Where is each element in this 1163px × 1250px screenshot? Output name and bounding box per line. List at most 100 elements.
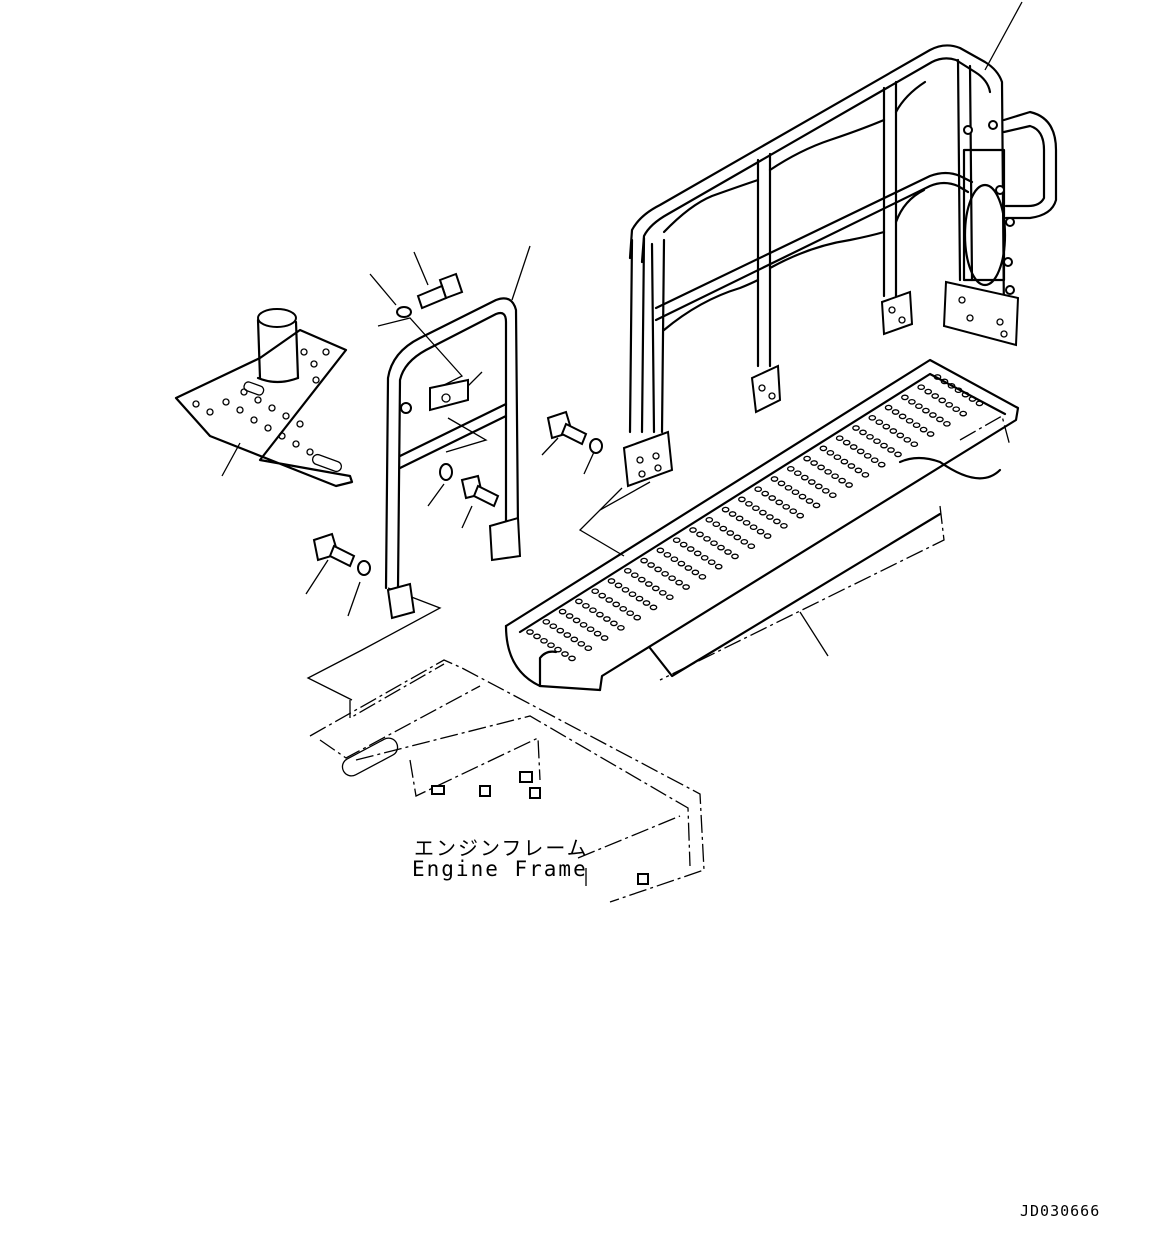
perforated-plate	[174, 308, 354, 488]
foot-plate-1	[622, 430, 674, 488]
perforation-hole	[554, 646, 562, 653]
perforation-hole	[936, 416, 944, 423]
perforation-hole	[721, 506, 730, 513]
perforation-hole	[731, 553, 739, 560]
perforation-hole	[938, 397, 947, 404]
foot-plate-small-1	[386, 582, 416, 620]
perforation-hole	[933, 374, 942, 380]
perforation-hole	[665, 594, 674, 601]
perforation-hole	[912, 422, 921, 429]
perforation-hole	[975, 400, 984, 407]
perforation-hole	[761, 490, 770, 497]
perforation-hole	[793, 470, 802, 477]
perforation-hole	[887, 447, 895, 453]
perforation-hole	[770, 476, 779, 482]
perforation-hole	[908, 398, 916, 405]
perforation-hole	[572, 617, 581, 624]
perforation-hole	[570, 636, 579, 643]
perforation-hole	[607, 578, 616, 584]
foot-plate-2	[750, 364, 782, 414]
perforation-hole	[719, 525, 728, 532]
perforation-hole	[954, 387, 963, 394]
perforation-hole	[612, 601, 621, 608]
perforation-hole	[584, 645, 593, 652]
perforation-hole	[819, 445, 828, 452]
perforation-hole	[798, 493, 807, 500]
perforation-hole	[647, 562, 655, 568]
perforation-hole	[901, 394, 909, 401]
perforation-hole	[810, 460, 818, 466]
perforation-hole	[563, 632, 572, 638]
perforation-hole	[803, 455, 811, 462]
leader-line-bolt-mid	[541, 437, 559, 456]
perforation-hole	[654, 566, 662, 573]
perforation-hole	[884, 404, 893, 411]
perforation-hole	[889, 428, 898, 434]
perforation-hole	[705, 516, 714, 523]
perforation-hole	[677, 560, 686, 567]
perforation-hole	[568, 655, 576, 662]
bolts	[312, 272, 603, 576]
perforation-hole	[929, 412, 937, 418]
perforation-hole	[582, 602, 590, 609]
perforation-hole	[868, 414, 877, 421]
perforation-hole	[833, 454, 842, 461]
engine-frame	[309, 659, 705, 903]
perforation-hole	[773, 518, 781, 525]
perforation-hole	[635, 595, 644, 602]
perforation-hole	[852, 425, 860, 431]
leader-lines	[221, 1, 1023, 657]
perforation-hole	[831, 473, 839, 480]
perforation-hole	[526, 629, 534, 635]
perforation-hole	[628, 591, 637, 598]
perforation-hole	[847, 463, 856, 469]
perforation-hole	[800, 474, 809, 481]
perforation-hole	[745, 500, 753, 507]
perforation-hole	[712, 521, 721, 528]
perforation-hole	[859, 429, 867, 436]
perforation-hole	[826, 449, 835, 456]
leader-line-small-handrail	[511, 245, 531, 301]
perforation-hole	[698, 573, 707, 580]
perforation-hole	[812, 502, 821, 509]
perforation-hole	[691, 569, 700, 576]
perforation-hole	[749, 524, 758, 531]
perforation-hole	[547, 642, 555, 649]
step-perforation	[526, 374, 984, 662]
perforation-hole	[686, 546, 695, 552]
drawing-code: JD030666	[1020, 1202, 1101, 1220]
perforation-hole	[533, 633, 541, 640]
perforation-hole	[840, 458, 849, 465]
perforation-hole	[849, 444, 858, 450]
perforation-hole	[619, 605, 628, 612]
perforation-hole	[623, 567, 632, 574]
perforation-hole	[600, 635, 609, 641]
leader-line-plate	[221, 442, 241, 477]
perforation-hole	[747, 543, 756, 550]
large-handrail	[622, 44, 1058, 488]
leader-line-step	[799, 611, 829, 657]
perforation-hole	[968, 396, 977, 402]
perforation-hole	[805, 498, 814, 504]
perforation-hole	[700, 554, 709, 561]
perforation-hole	[835, 435, 844, 442]
perforation-hole	[756, 528, 765, 535]
perforation-hole	[728, 511, 737, 517]
engine-frame-label-en: Engine Frame	[412, 857, 588, 881]
perforation-hole	[610, 620, 618, 627]
perforation-hole	[775, 499, 784, 506]
foot-plate-4	[942, 280, 1020, 347]
perforation-hole	[877, 461, 886, 468]
perforation-hole	[742, 519, 751, 526]
perforation-hole	[656, 547, 665, 554]
foot-plate-small-2	[488, 516, 522, 562]
perforation-hole	[894, 451, 902, 458]
perforation-hole	[838, 477, 846, 484]
leader-line-washer-left	[347, 581, 361, 617]
leader-line-washer-top	[369, 273, 397, 306]
small-handrail	[384, 297, 522, 620]
perforation-hole	[786, 465, 795, 472]
perforation-hole	[940, 378, 949, 385]
perforation-hole	[766, 514, 774, 520]
